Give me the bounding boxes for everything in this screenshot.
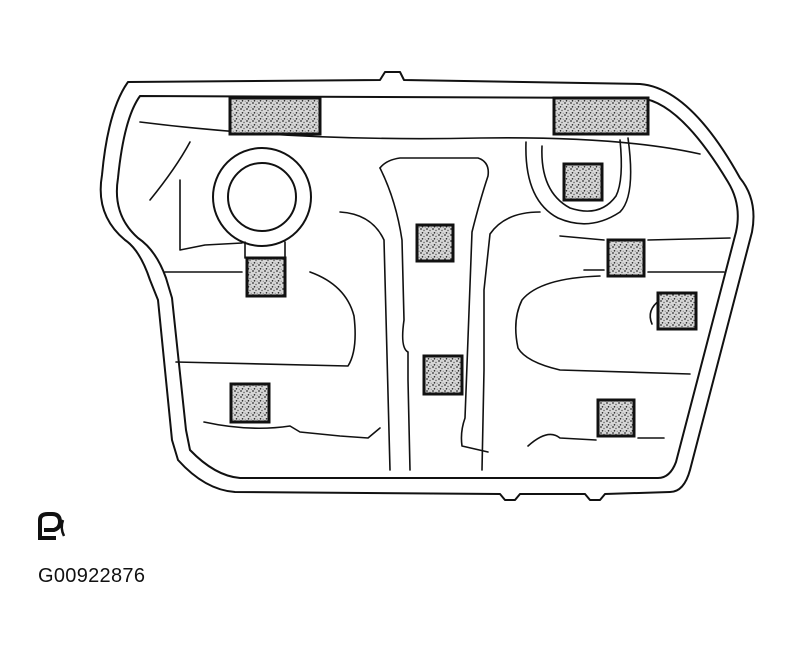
left-inner-vertical xyxy=(179,179,243,251)
pad-right-bay xyxy=(562,162,604,202)
left-wall-line xyxy=(149,141,191,201)
view-symbol-icon xyxy=(38,512,66,540)
filler-neck-stem xyxy=(244,241,286,259)
figure-reference-number: G00922876 xyxy=(38,565,146,587)
right-channel-wall xyxy=(481,211,541,471)
pad-top-left xyxy=(228,96,322,136)
right-bay-arc xyxy=(525,137,632,225)
pad-left-upper xyxy=(245,256,287,298)
right-middle-shelf xyxy=(583,269,725,273)
center-channel-left-wall xyxy=(379,167,411,471)
pad-center-lower xyxy=(422,354,464,396)
left-lower-bay xyxy=(175,271,356,367)
right-lower-bay xyxy=(514,275,691,375)
pad-right-upper xyxy=(606,238,646,278)
right-bay-inner-arc xyxy=(541,139,623,212)
center-channel-inner-left xyxy=(379,157,490,453)
filler-neck-inner-ring xyxy=(227,162,297,232)
pad-left-lower xyxy=(229,382,271,424)
pad-center-upper xyxy=(415,223,455,263)
right-floor-line xyxy=(527,433,665,447)
tank-outer-outline xyxy=(99,71,755,501)
tank-inner-outline xyxy=(115,95,739,479)
pad-right-middle xyxy=(656,291,698,331)
left-floor-line xyxy=(203,421,381,439)
right-upper-shelf xyxy=(559,235,731,241)
center-channel-left xyxy=(339,211,391,471)
pad-right-lower xyxy=(596,398,636,438)
filler-neck-outer-ring xyxy=(212,147,312,247)
pad-top-right xyxy=(552,96,650,136)
